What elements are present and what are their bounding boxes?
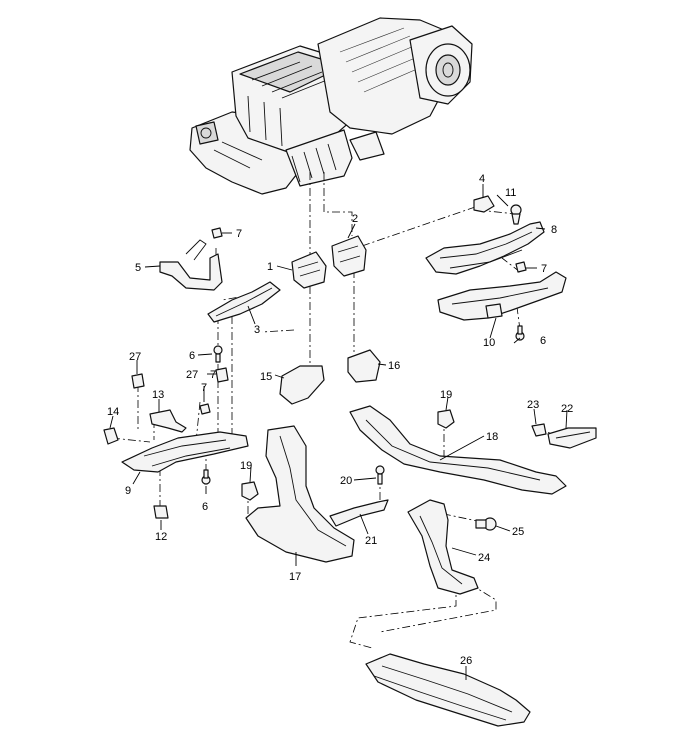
part-16-elbow	[347, 349, 381, 383]
callout-labels: 1 2 3 4 5 6 6 6 7 7 7 7 8 9 10 11 12 13 …	[107, 173, 573, 667]
part-13-sensor	[149, 409, 187, 433]
callout-18: 18	[486, 431, 498, 443]
callout-6-lower: 6	[202, 501, 208, 513]
callout-7-left: 7	[210, 369, 216, 381]
fastener-7-right	[515, 261, 527, 273]
callout-3: 3	[254, 324, 260, 336]
part-22-vent	[547, 427, 597, 449]
fastener-27-b	[215, 367, 229, 383]
callout-16: 16	[388, 360, 400, 372]
callout-11: 11	[505, 187, 516, 199]
part-8-duct	[425, 221, 545, 275]
part-12-nut	[153, 505, 169, 519]
part-18-floor-duct	[349, 405, 567, 495]
part-23-clip	[531, 423, 547, 437]
callout-10: 10	[483, 337, 495, 349]
fastener-7-mid	[199, 403, 211, 415]
callout-9: 9	[125, 485, 131, 497]
callout-4: 4	[479, 173, 485, 185]
part-9-panel	[121, 431, 249, 473]
callout-7-mid: 7	[201, 382, 207, 394]
callout-15: 15	[260, 371, 272, 383]
fastener-6-right	[515, 325, 525, 341]
part-1-connector	[291, 251, 327, 289]
callout-27-left: 27	[129, 351, 141, 363]
callout-14: 14	[107, 406, 119, 418]
part-26-lower-duct	[365, 653, 531, 727]
callout-24: 24	[478, 552, 490, 564]
part-15-elbow	[279, 365, 325, 405]
part-4-clip	[473, 195, 495, 213]
callout-1: 1	[267, 261, 273, 273]
callout-17: 17	[289, 571, 301, 583]
leader-lines	[109, 184, 568, 680]
callout-8: 8	[551, 224, 557, 236]
part-5-bracket	[159, 239, 223, 291]
part-19-grommet-b	[437, 409, 455, 429]
callout-7-upper: 7	[236, 228, 242, 240]
callout-21: 21	[365, 535, 377, 547]
fastener-6-lower	[201, 469, 211, 485]
callout-6-left: 6	[189, 350, 195, 362]
part-14-clip	[103, 427, 119, 445]
callout-26: 26	[460, 655, 472, 667]
callout-19-left: 19	[240, 460, 252, 472]
callout-22: 22	[561, 403, 573, 415]
heater-blower-unit	[189, 17, 473, 195]
callout-27-mid: 27	[186, 369, 198, 381]
part-21-bracket	[329, 499, 389, 527]
callout-2: 2	[352, 213, 358, 225]
callout-13: 13	[152, 389, 164, 401]
callout-5: 5	[135, 262, 141, 274]
part-3-duct	[207, 281, 281, 323]
part-19-grommet-a	[241, 481, 259, 501]
part-25-screw	[475, 517, 497, 531]
part-20-screw	[375, 465, 385, 485]
callout-12: 12	[155, 531, 167, 543]
fastener-6-left	[213, 345, 223, 363]
callout-25: 25	[512, 526, 524, 538]
callout-23: 23	[527, 399, 539, 411]
part-11-screw	[510, 204, 522, 225]
fastener-7-upper	[211, 227, 223, 239]
callout-7-right: 7	[541, 263, 547, 275]
callout-6-right: 6	[540, 335, 546, 347]
callout-19-right: 19	[440, 389, 452, 401]
part-2-connector	[331, 235, 367, 277]
callout-20: 20	[340, 475, 352, 487]
fastener-27-a	[131, 373, 145, 389]
part-17-floor-duct	[245, 425, 355, 563]
part-24-rear-duct	[407, 499, 479, 595]
part-10-duct-lower	[437, 271, 567, 321]
